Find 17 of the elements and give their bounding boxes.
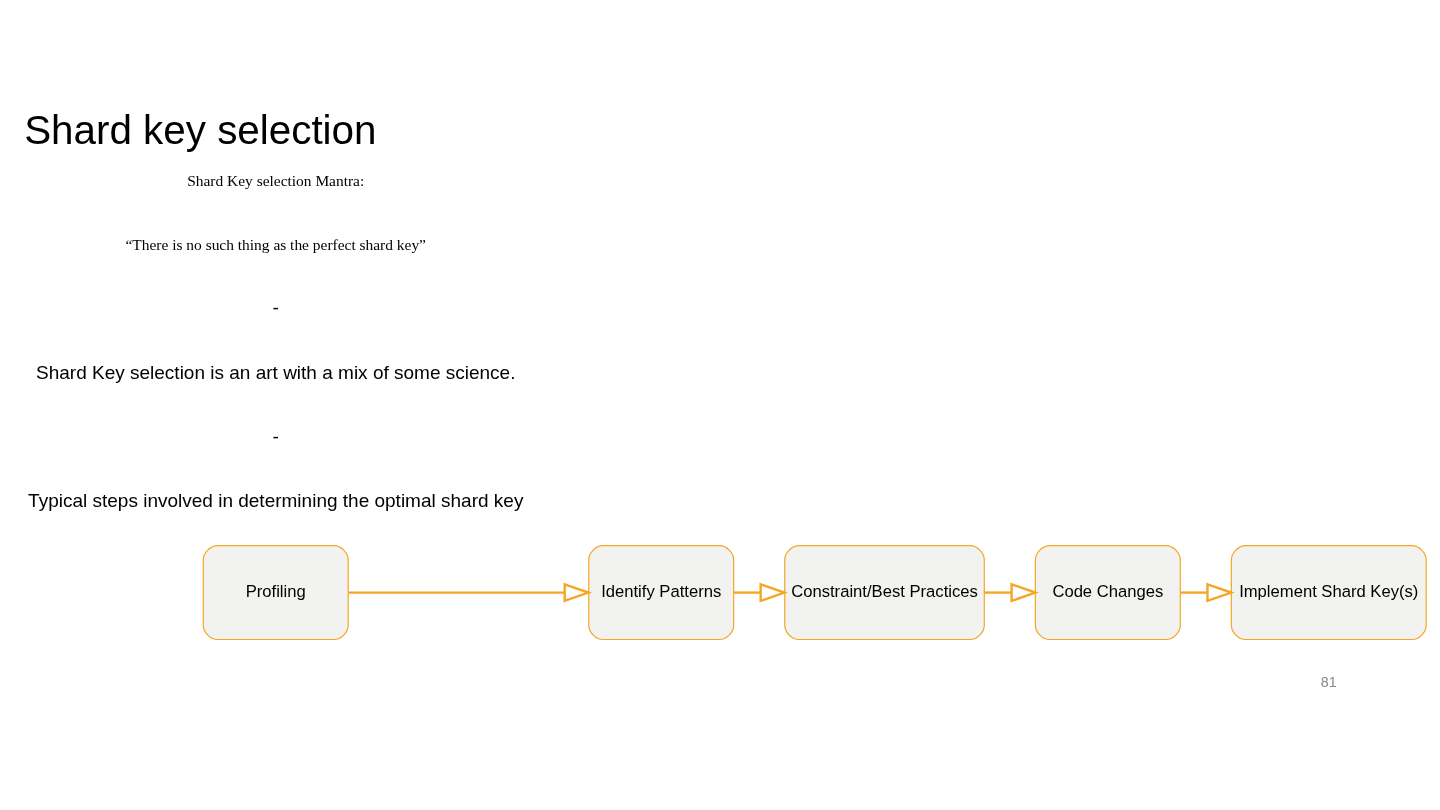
node-box: Implement Shard Key(s) — [1230, 544, 1427, 640]
label: Shard Key selection Mantra: — [187, 171, 365, 189]
label: - — [272, 296, 279, 318]
node-box: Identify Patterns — [588, 544, 735, 640]
diagram-title: Shard key selection — [24, 106, 377, 153]
arrow — [1180, 582, 1235, 603]
node-box: Code Changes — [1034, 544, 1181, 640]
node-box: Constraint/Best Practices — [784, 544, 985, 640]
arrow — [348, 582, 593, 603]
label: “There is no such thing as the perfect shard key” — [125, 235, 426, 253]
label: 81 — [1320, 673, 1337, 690]
node-box: Profiling — [202, 544, 349, 640]
label: - — [272, 425, 279, 447]
arrow — [984, 582, 1039, 603]
label: Shard Key selection is an art with a mix of some science. — [36, 361, 516, 383]
arrow — [733, 582, 788, 603]
label: Typical steps involved in determining the optimal shard key — [28, 489, 524, 511]
